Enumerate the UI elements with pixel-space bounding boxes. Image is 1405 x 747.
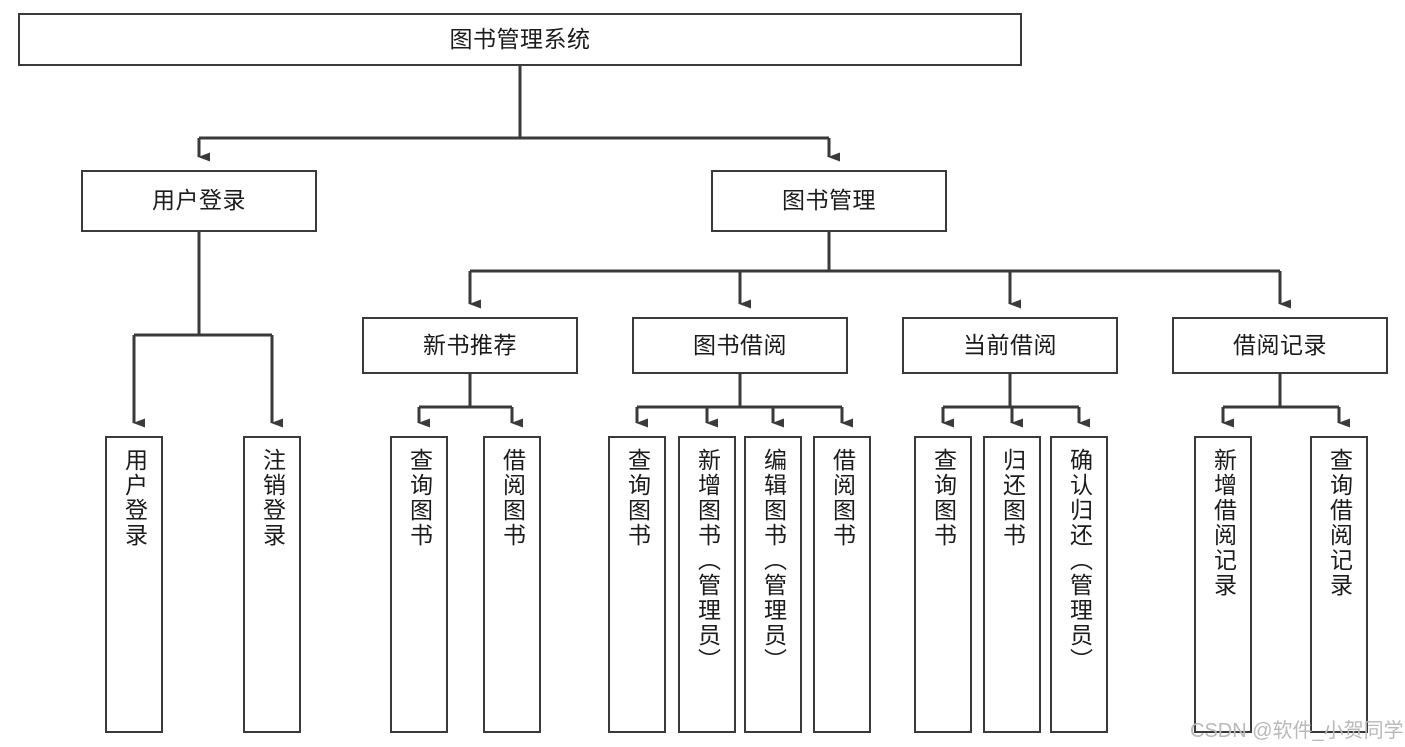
node-label: 当前借阅 — [963, 331, 1057, 358]
node-l11[interactable]: 确认归还（管理员） — [1050, 436, 1108, 733]
node-label: 查询借阅记录 — [1326, 448, 1353, 598]
node-label: 图书管理 — [782, 187, 876, 214]
node-label: 新增借阅记录 — [1210, 448, 1237, 598]
node-label: 用户登录 — [121, 448, 148, 548]
node-book_mgmt[interactable]: 图书管理 — [711, 170, 947, 232]
node-l5[interactable]: 查询图书 — [608, 436, 666, 733]
node-label: 查询图书 — [624, 448, 651, 548]
node-label: 查询图书 — [406, 448, 433, 548]
node-l10[interactable]: 归还图书 — [983, 436, 1041, 733]
node-l12[interactable]: 新增借阅记录 — [1194, 436, 1252, 733]
node-cur_borrow[interactable]: 当前借阅 — [902, 317, 1118, 374]
node-book_borrow[interactable]: 图书借阅 — [632, 317, 848, 374]
node-borrow_log[interactable]: 借阅记录 — [1172, 317, 1388, 374]
node-l2[interactable]: 注销登录 — [243, 436, 301, 733]
node-label: 新书推荐 — [423, 331, 517, 358]
node-label: 借阅图书 — [499, 448, 526, 548]
node-l8[interactable]: 借阅图书 — [813, 436, 871, 733]
node-root[interactable]: 图书管理系统 — [18, 13, 1022, 66]
node-l6[interactable]: 新增图书（管理员） — [678, 436, 736, 733]
node-label: 借阅图书 — [829, 448, 856, 548]
node-l13[interactable]: 查询借阅记录 — [1310, 436, 1368, 733]
node-label: 确认归还（管理员） — [1066, 448, 1093, 673]
node-l3[interactable]: 查询图书 — [390, 436, 448, 733]
node-label: 编辑图书（管理员） — [760, 448, 787, 673]
node-l7[interactable]: 编辑图书（管理员） — [744, 436, 802, 733]
node-l9[interactable]: 查询图书 — [914, 436, 972, 733]
node-label: 新增图书（管理员） — [694, 448, 721, 673]
node-new_rec[interactable]: 新书推荐 — [362, 317, 578, 374]
node-label: 用户登录 — [152, 187, 246, 214]
node-label: 归还图书 — [999, 448, 1026, 548]
node-label: 图书管理系统 — [449, 25, 591, 52]
node-l1[interactable]: 用户登录 — [105, 436, 163, 733]
node-label: 注销登录 — [259, 448, 286, 548]
node-l4[interactable]: 借阅图书 — [483, 436, 541, 733]
node-label: 借阅记录 — [1233, 331, 1327, 358]
node-user_login[interactable]: 用户登录 — [81, 170, 317, 232]
node-label: 查询图书 — [930, 448, 957, 548]
edge-paths — [132, 66, 1350, 428]
node-label: 图书借阅 — [693, 331, 787, 358]
